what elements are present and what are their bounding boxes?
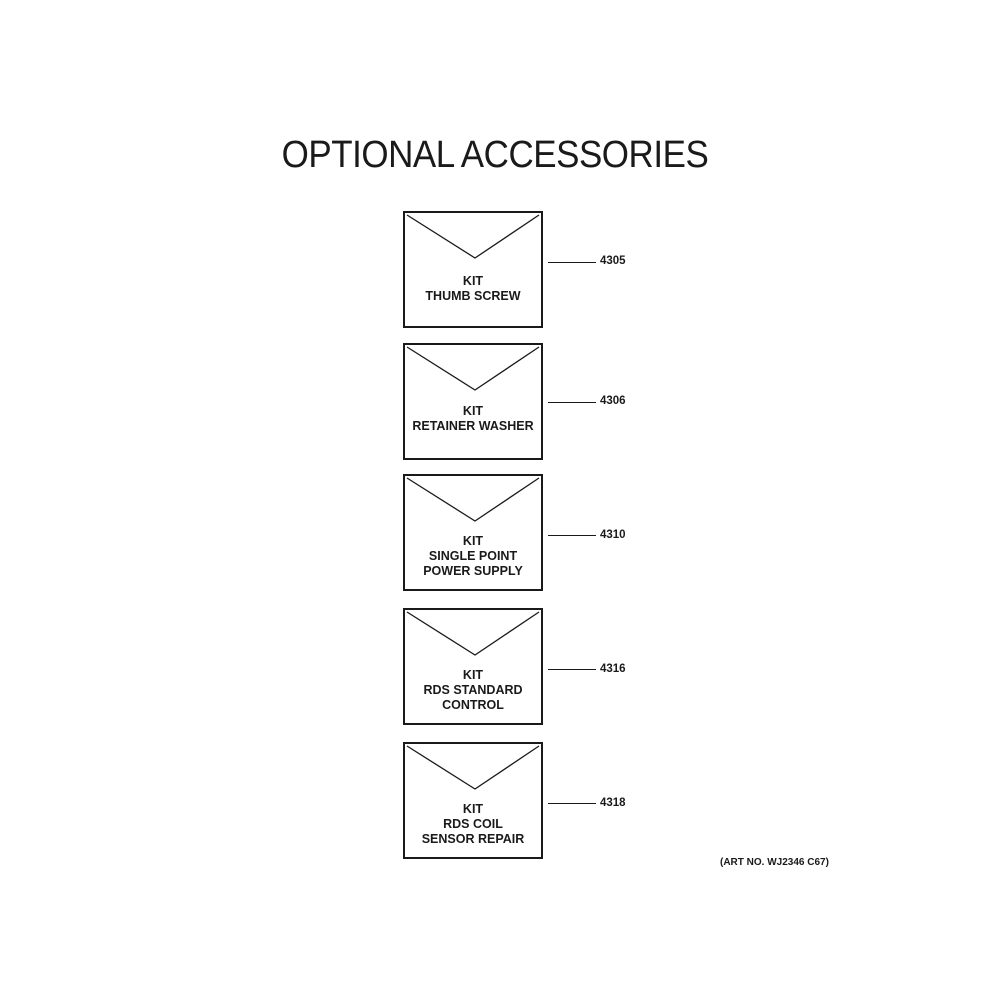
leader-line [548, 669, 596, 670]
envelope-flap-icon [406, 214, 540, 259]
leader-line [548, 803, 596, 804]
kit-label-line: RETAINER WASHER [412, 419, 534, 433]
kit-label-line: SINGLE POINT [428, 549, 518, 563]
kit-label-line: KIT [462, 534, 484, 548]
art-number: (ART NO. WJ2346 C67) [720, 857, 829, 868]
part-number: 4316 [600, 663, 626, 675]
kit-label-line: KIT [462, 802, 484, 816]
leader-line [548, 262, 596, 263]
kit-envelope-rds-coil-sensor-repair: KIT RDS COIL SENSOR REPAIR [403, 742, 543, 859]
kit-label-line: CONTROL [442, 698, 504, 712]
kit-envelope-retainer-washer: KIT RETAINER WASHER [403, 343, 543, 460]
part-number: 4305 [600, 255, 626, 267]
kit-envelope-single-point-power-supply: KIT SINGLE POINT POWER SUPPLY [403, 474, 543, 591]
part-number: 4306 [600, 395, 626, 407]
kit-label: KIT RDS STANDARD CONTROL [405, 668, 541, 713]
kit-label-line: THUMB SCREW [425, 289, 521, 303]
kit-label-line: RDS STANDARD [423, 683, 523, 697]
part-number: 4318 [600, 797, 626, 809]
page-title: OPTIONAL ACCESSORIES [281, 134, 709, 176]
envelope-flap-icon [406, 346, 540, 391]
kit-envelope-thumb-screw: KIT THUMB SCREW [403, 211, 543, 328]
kit-label-line: POWER SUPPLY [423, 564, 523, 578]
kit-label-line: RDS COIL [443, 817, 503, 831]
envelope-flap-icon [406, 477, 540, 522]
envelope-flap-icon [406, 611, 540, 656]
leader-line [548, 402, 596, 403]
kit-label-line: SENSOR REPAIR [421, 832, 525, 846]
kit-label-line: KIT [462, 668, 484, 682]
kit-label-line: KIT [462, 274, 484, 288]
kit-label: KIT RDS COIL SENSOR REPAIR [405, 802, 541, 847]
leader-line [548, 535, 596, 536]
part-number: 4310 [600, 529, 626, 541]
kit-label-line: KIT [462, 404, 484, 418]
kit-label: KIT THUMB SCREW [405, 274, 541, 304]
kit-envelope-rds-standard-control: KIT RDS STANDARD CONTROL [403, 608, 543, 725]
kit-label: KIT SINGLE POINT POWER SUPPLY [405, 534, 541, 579]
envelope-flap-icon [406, 745, 540, 790]
kit-label: KIT RETAINER WASHER [405, 404, 541, 434]
